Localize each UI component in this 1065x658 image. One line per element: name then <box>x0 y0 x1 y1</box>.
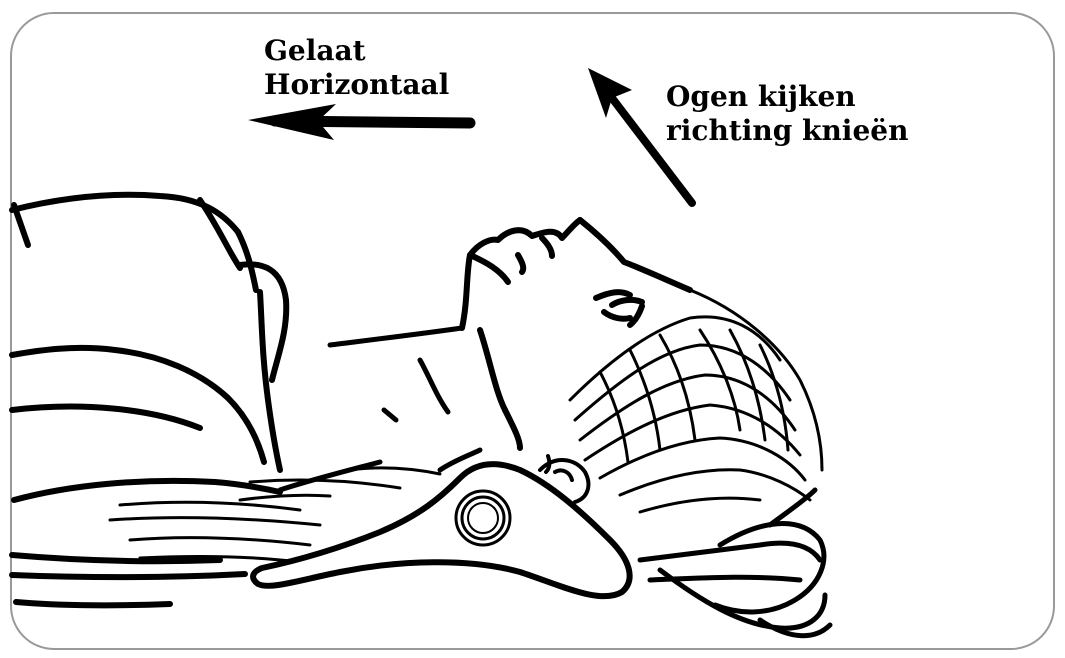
face-horizontal-label: Gelaat Horizontaal <box>264 34 449 102</box>
eyes-direction-label: Ogen kijken richting knieën <box>666 80 908 148</box>
face-label-line-2: Horizontaal <box>264 68 449 102</box>
shoulder-drawing <box>12 195 286 606</box>
chest-drawing <box>280 328 480 490</box>
hair-drawing <box>570 290 822 512</box>
arrow-left-icon <box>248 104 470 140</box>
face-label-line-1: Gelaat <box>264 34 449 68</box>
eyes-label-line-1: Ogen kijken <box>666 80 908 114</box>
ponytail-drawing <box>640 490 830 636</box>
eyes-label-line-2: richting knieën <box>666 114 908 148</box>
neck-support-device <box>253 464 630 596</box>
